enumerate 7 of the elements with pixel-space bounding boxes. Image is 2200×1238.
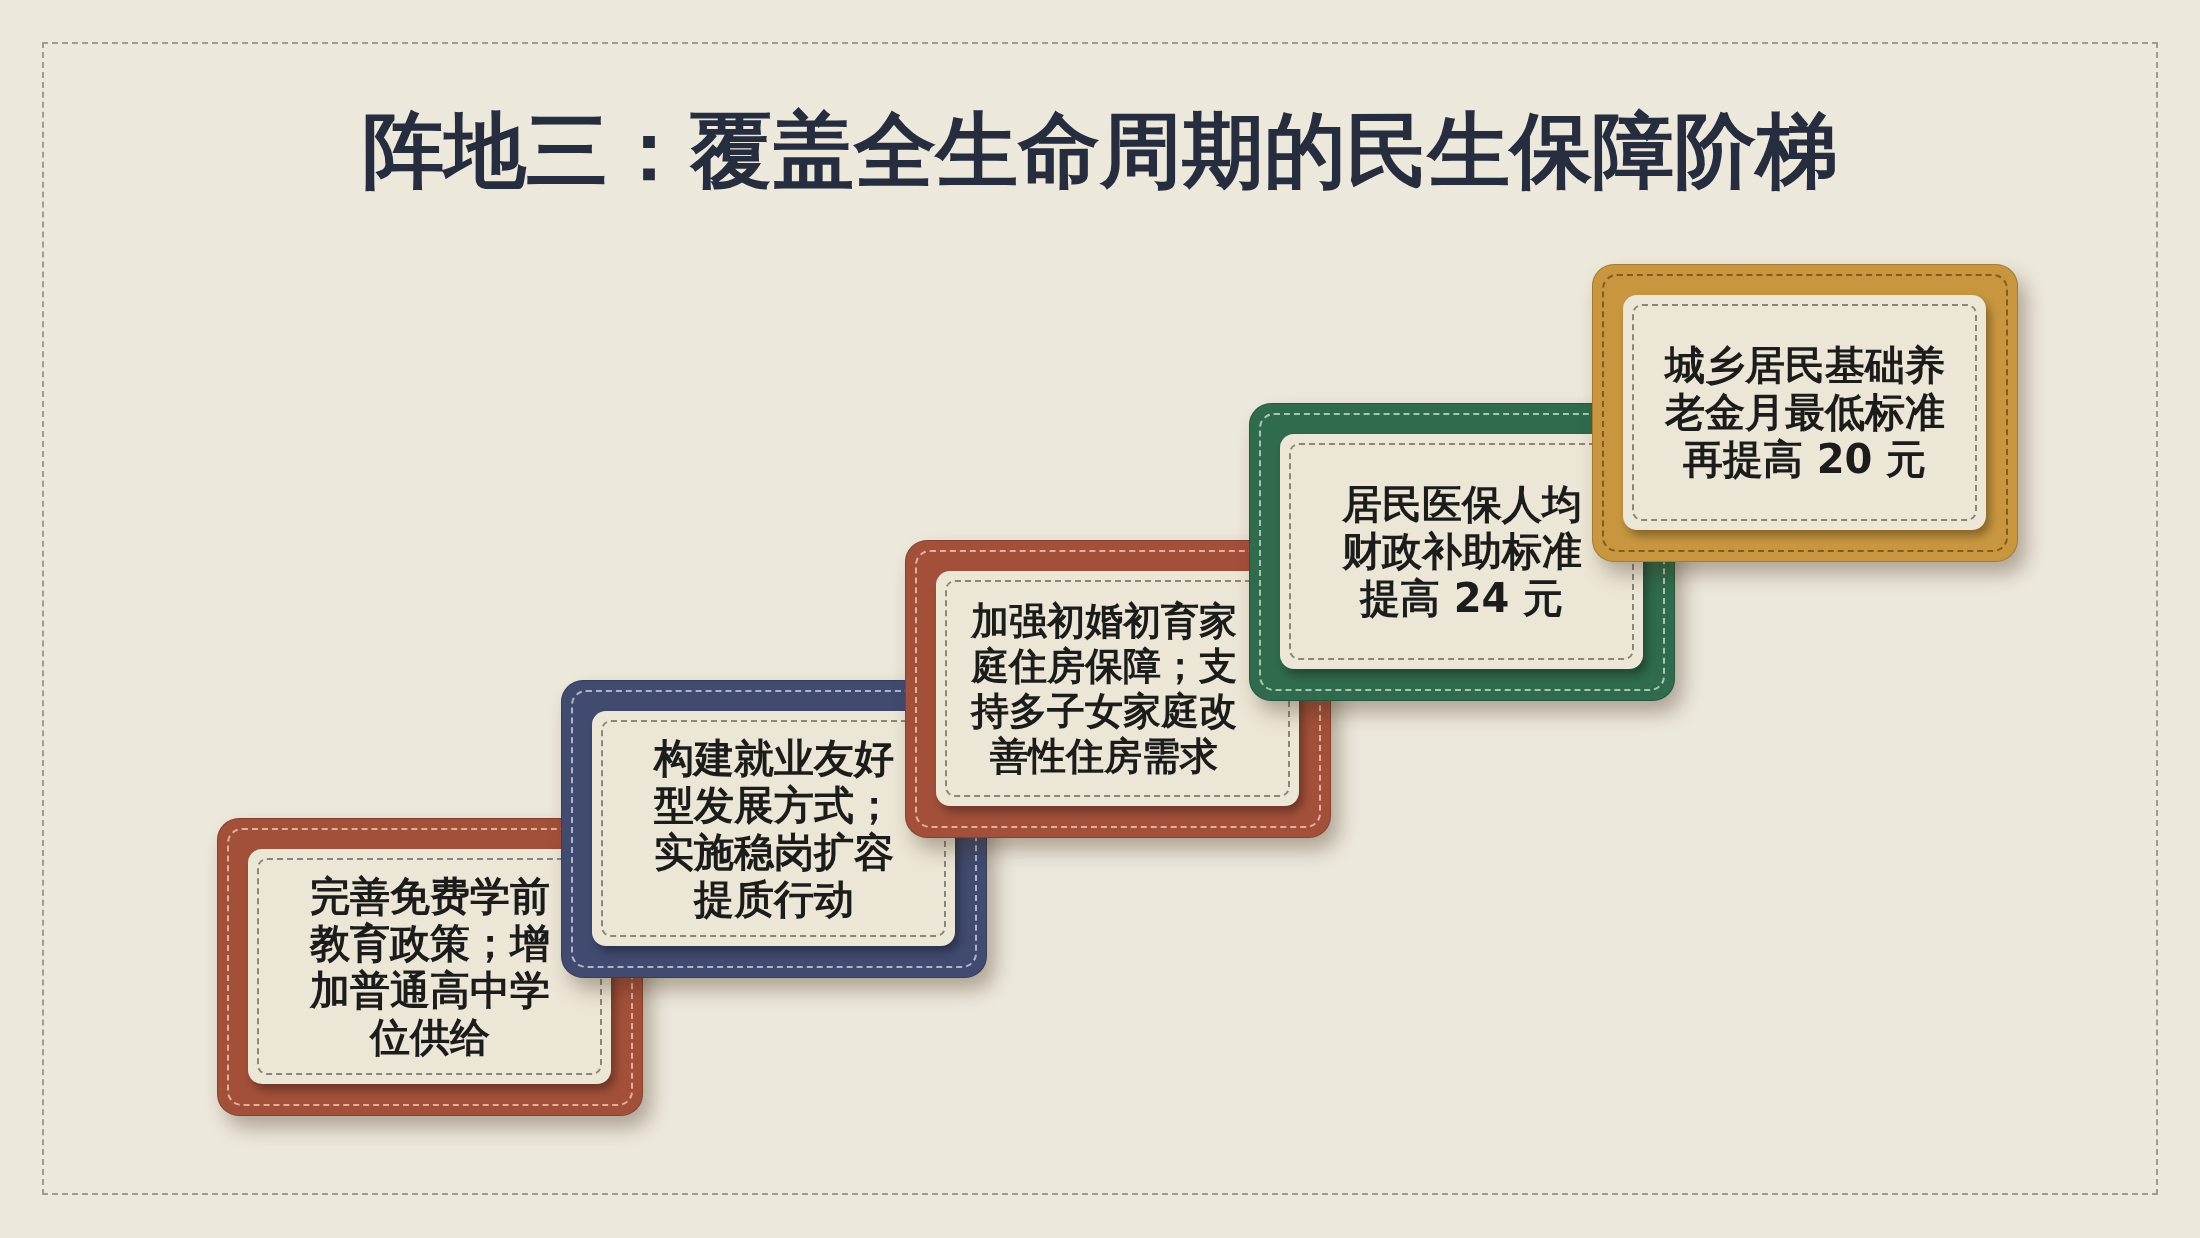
step-text: 构建就业友好型发展方式；实施稳岗扩容提质行动 xyxy=(652,734,895,923)
step-text: 加强初婚初育家庭住房保障；支持多子女家庭改善性住房需求 xyxy=(969,598,1238,779)
stitched-card xyxy=(1592,264,2018,562)
step-text: 居民医保人均财政补助标准提高 24 元 xyxy=(1340,481,1583,622)
title: 阵地三：覆盖全生命周期的民生保障阶梯 xyxy=(362,101,1838,200)
step-text: 城乡居民基础养老金月最低标准再提高 20 元 xyxy=(1663,342,1946,483)
step-text: 完善免费学前教育政策；增加普通高中学位供给 xyxy=(308,872,551,1061)
